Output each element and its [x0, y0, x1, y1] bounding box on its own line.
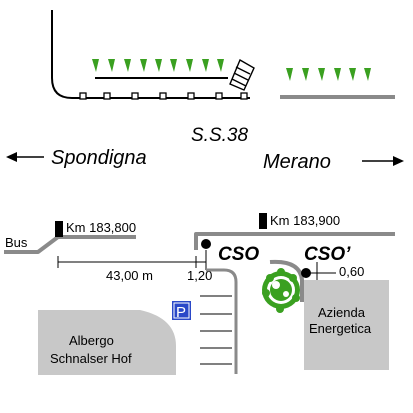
cso-point: [201, 239, 211, 249]
tree-mark: [318, 68, 325, 81]
tree-mark: [124, 59, 131, 72]
parking-sign: [172, 301, 191, 320]
right-road-curve: [269, 259, 304, 302]
road-edge-left: [4, 235, 136, 254]
tree-mark: [92, 59, 99, 72]
tree-mark: [155, 59, 162, 72]
tree-marks-right: [286, 68, 371, 81]
tree-mark: [217, 59, 224, 72]
upper-road-curb: [51, 10, 250, 99]
tree-mark: [140, 59, 147, 72]
dimension-small-label: 1,20: [187, 268, 212, 283]
curb-post: [187, 92, 195, 100]
stairs-icon: [229, 58, 255, 91]
road-name: S.S.38: [191, 125, 248, 146]
curb-post: [103, 92, 111, 100]
km-label-right: Km 183,900: [270, 213, 340, 228]
tree-mark: [108, 59, 115, 72]
direction-right: Merano: [263, 151, 404, 173]
lower-road-edges: [4, 232, 395, 254]
parking-sign-inner: [173, 302, 190, 319]
shrub-icon: [262, 268, 300, 313]
km-marker-left: [55, 221, 63, 237]
company-label-line2: Energetica: [309, 321, 372, 336]
company-building: [304, 280, 389, 370]
cso-label: CSO: [218, 244, 259, 265]
tree-mark: [286, 68, 293, 81]
parking-stalls: [200, 295, 232, 365]
tree-mark: [364, 68, 371, 81]
cso-prime-label: CSO’: [304, 244, 351, 265]
upper-road-layout: [51, 10, 395, 100]
hotel-building: [38, 310, 176, 375]
hotel-label-line2: Schnalser Hof: [50, 351, 132, 366]
road-edge-center: [194, 232, 395, 250]
parking-lot-edge: [206, 268, 238, 374]
curb-post: [159, 92, 167, 100]
dimension-main-label: 43,00 m: [106, 268, 153, 283]
km-label-left: Km 183,800: [66, 220, 136, 235]
curb-post: [240, 92, 248, 100]
tree-mark: [334, 68, 341, 81]
direction-right-label: Merano: [263, 151, 331, 173]
curb-post: [131, 92, 139, 100]
cso-prime-point: [301, 268, 311, 278]
parking-sign-label: P: [176, 304, 186, 321]
direction-left-label: Spondigna: [51, 147, 147, 169]
direction-left: Spondigna: [6, 147, 147, 169]
tree-marks-left: [92, 59, 224, 72]
arrow-left-icon: [6, 152, 44, 162]
km-marker-right: [259, 213, 267, 229]
dimension-right-label: 0,60: [339, 264, 364, 279]
tree-mark: [302, 68, 309, 81]
bus-label: Bus: [5, 235, 28, 250]
curb-post: [79, 92, 87, 100]
company-label-line1: Azienda: [318, 305, 366, 320]
parking-lot: [200, 268, 238, 374]
curb-post: [215, 92, 223, 100]
arrow-right-icon: [362, 156, 404, 166]
tree-mark: [202, 59, 209, 72]
hotel-label-line1: Albergo: [69, 333, 114, 348]
curb-posts: [79, 92, 248, 100]
tree-mark: [170, 59, 177, 72]
tree-mark: [186, 59, 193, 72]
dimension-main: [57, 250, 207, 270]
tree-mark: [349, 68, 356, 81]
